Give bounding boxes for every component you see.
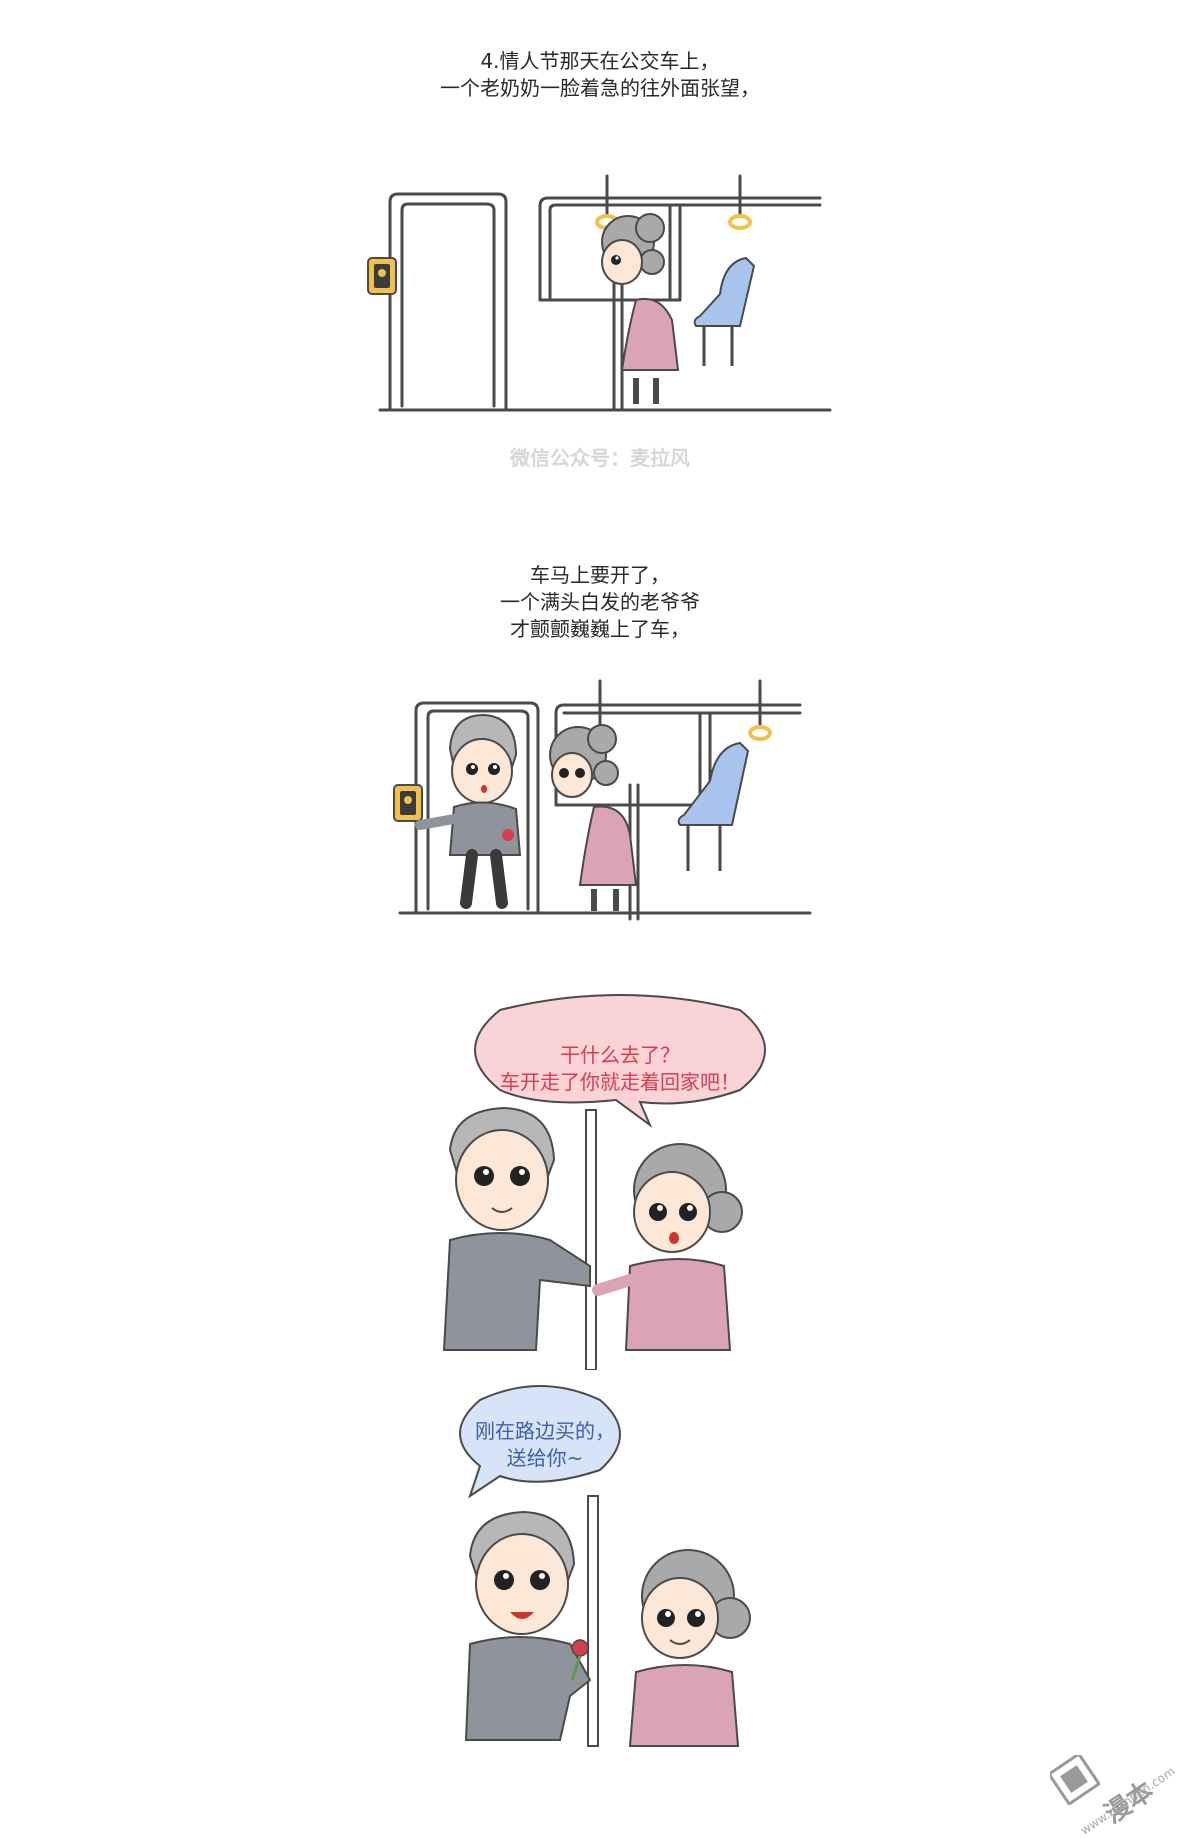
bus-seat (693, 256, 756, 366)
grandma-figure (549, 724, 638, 911)
panel4-bubble-line-2: 送给你~ (506, 1446, 584, 1470)
panel4-bubble-line-1: 刚在路边买的， (475, 1419, 615, 1443)
strap-handle (728, 214, 752, 230)
panel3-bubble-line-1: 干什么去了？ (560, 1043, 680, 1067)
panel4-scene (459, 1385, 751, 1747)
stop-button-icon (393, 784, 423, 822)
panel4-bubble-text: 刚在路边买的， 送给你~ (450, 1418, 640, 1472)
panel1-caption-line-2: 一个老奶奶一脸着急的往外面张望， (440, 76, 760, 100)
speech-bubble (474, 994, 766, 1129)
panel2-bus-scene (393, 679, 812, 921)
grandpa-figure (442, 1106, 591, 1351)
panel2-caption: 车马上要开了， 一个满头白发的老爷爷 才颤颤巍巍上了车， (0, 562, 1200, 643)
panel3-bubble-line-2: 车开走了你就走着回家吧！ (500, 1070, 740, 1094)
speech-bubble (459, 1385, 621, 1499)
panel2-caption-line-1: 车马上要开了， (530, 563, 670, 587)
panel1-caption-line-1: 4.情人节那天在公交车上， (480, 49, 720, 73)
strap-handle (748, 725, 772, 741)
bus-pole (585, 1109, 597, 1370)
bus-pole (587, 1495, 599, 1747)
bus-seat (677, 741, 750, 871)
panel1-bus-scene (367, 174, 832, 412)
grandpa-figure (415, 713, 522, 909)
site-logo-icon (1050, 1755, 1100, 1805)
watermark: 微信公众号：麦拉风 (510, 446, 690, 470)
panel3-bubble-text: 干什么去了？ 车开走了你就走着回家吧！ (460, 1042, 780, 1096)
grandma-figure (601, 213, 680, 404)
panel1-caption: 4.情人节那天在公交车上， 一个老奶奶一脸着急的往外面张望， (0, 48, 1200, 102)
panel2-caption-line-3: 才颤颤巍巍上了车， (510, 617, 690, 641)
rose-icon (570, 1639, 589, 1681)
grandma-figure (592, 1143, 743, 1351)
grandpa-figure (464, 1510, 592, 1741)
panel2-caption-line-2: 一个满头白发的老爷爷 (500, 590, 700, 614)
stop-button-icon (367, 257, 397, 295)
grandma-figure (628, 1549, 751, 1747)
panel3-scene (442, 994, 766, 1370)
